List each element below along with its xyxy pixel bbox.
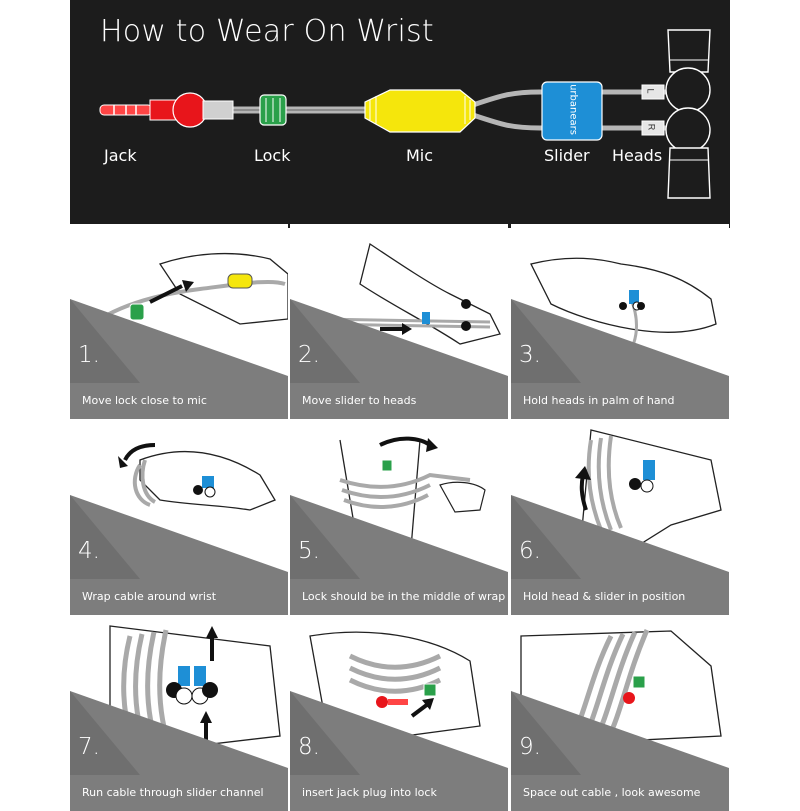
step-number: 9. bbox=[519, 734, 541, 760]
step-corner-shape bbox=[511, 495, 729, 579]
step-number: 1. bbox=[78, 342, 100, 368]
step-corner-shape bbox=[290, 691, 508, 775]
step-caption-bar: Hold heads in palm of hand bbox=[511, 383, 729, 419]
step-number: 8. bbox=[298, 734, 320, 760]
brand-label: urbanears bbox=[567, 84, 579, 135]
step-caption: Space out cable , look awesome bbox=[523, 786, 701, 799]
step-number: 7. bbox=[78, 734, 100, 760]
mic-icon bbox=[364, 89, 476, 133]
step-illustration bbox=[339, 436, 486, 561]
step-panel-2: 2. Move slider to heads bbox=[290, 224, 508, 419]
step-corner-shape bbox=[290, 495, 508, 579]
step-panel-1: 1. Move lock close to mic bbox=[70, 224, 288, 419]
step-panel-7: 7. Run cable through slider channel bbox=[70, 616, 288, 811]
lock-icon bbox=[259, 94, 287, 126]
step-caption-bar: Wrap cable around wrist bbox=[70, 579, 288, 615]
step-number: 4. bbox=[78, 538, 100, 564]
step-caption-bar: insert jack plug into lock bbox=[290, 775, 508, 811]
step-corner-shape bbox=[70, 299, 288, 383]
step-illustration bbox=[530, 257, 717, 360]
side-left-label: L bbox=[645, 88, 656, 94]
part-label-heads: Heads bbox=[612, 146, 663, 165]
step-panel-9: 9. Space out cable , look awesome bbox=[511, 616, 729, 811]
step-caption-bar: Hold head & slider in position bbox=[511, 579, 729, 615]
step-caption: Lock should be in the middle of wrap bbox=[302, 590, 506, 603]
step-panel-4: 4. Wrap cable around wrist bbox=[70, 420, 288, 615]
step-panel-3: 3. Hold heads in palm of hand bbox=[511, 224, 729, 419]
step-caption: Move slider to heads bbox=[302, 394, 417, 407]
step-panel-6: 6. Hold head & slider in position bbox=[511, 420, 729, 615]
step-caption: Hold head & slider in position bbox=[523, 590, 686, 603]
step-number: 5. bbox=[298, 538, 320, 564]
side-right-label: R bbox=[646, 123, 657, 131]
step-caption-bar: Lock should be in the middle of wrap bbox=[290, 579, 508, 615]
step-corner-shape bbox=[511, 691, 729, 775]
step-caption-bar: Move slider to heads bbox=[290, 383, 508, 419]
step-corner-shape bbox=[511, 299, 729, 383]
part-label-mic: Mic bbox=[406, 146, 434, 165]
page-title: How to Wear On Wrist bbox=[100, 14, 434, 49]
cable-diagram bbox=[99, 29, 711, 199]
step-corner-shape bbox=[70, 691, 288, 775]
earbud-heads-icon bbox=[665, 29, 711, 199]
step-number: 6. bbox=[519, 538, 541, 564]
step-panel-5: 5. Lock should be in the middle of wrap bbox=[290, 420, 508, 615]
step-caption: Wrap cable around wrist bbox=[82, 590, 217, 603]
step-caption: Hold heads in palm of hand bbox=[523, 394, 675, 407]
step-caption: Move lock close to mic bbox=[82, 394, 207, 407]
part-label-jack: Jack bbox=[104, 146, 137, 165]
step-caption-bar: Move lock close to mic bbox=[70, 383, 288, 419]
header-banner: How to Wear On Wrist bbox=[70, 0, 730, 228]
step-caption-bar: Space out cable , look awesome bbox=[511, 775, 729, 811]
step-number: 2. bbox=[298, 342, 320, 368]
step-number: 3. bbox=[519, 342, 541, 368]
part-label-lock: Lock bbox=[254, 146, 291, 165]
jack-icon bbox=[99, 92, 234, 128]
part-label-slider: Slider bbox=[544, 146, 590, 165]
step-corner-shape bbox=[290, 299, 508, 383]
step-illustration bbox=[118, 443, 276, 556]
step-illustration bbox=[575, 429, 722, 551]
step-caption: insert jack plug into lock bbox=[302, 786, 437, 799]
step-caption-bar: Run cable through slider channel bbox=[70, 775, 288, 811]
step-corner-shape bbox=[70, 495, 288, 579]
step-caption: Run cable through slider channel bbox=[82, 786, 264, 799]
slider-icon bbox=[541, 81, 603, 141]
step-panel-8: 8. insert jack plug into lock bbox=[290, 616, 508, 811]
